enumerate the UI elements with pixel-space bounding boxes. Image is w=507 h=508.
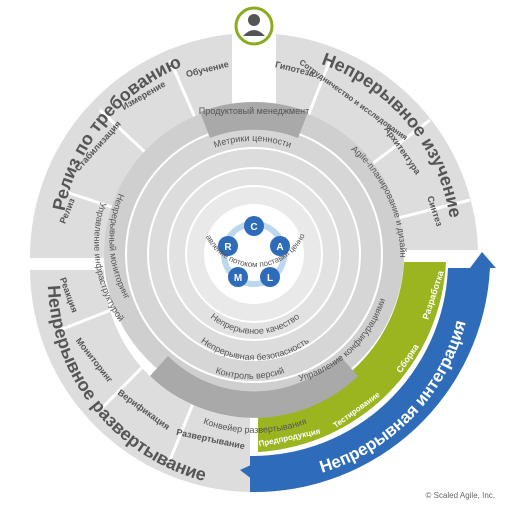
integrate-arrow-top bbox=[470, 252, 496, 268]
calmr-l-letter: L bbox=[267, 273, 273, 284]
calmr-c bbox=[244, 216, 264, 236]
calmr-c-letter: C bbox=[250, 222, 257, 233]
person-icon bbox=[234, 6, 274, 46]
integrate-band bbox=[250, 268, 490, 493]
calmr-a-letter: A bbox=[276, 242, 283, 253]
calmr-a bbox=[270, 236, 290, 256]
product-mgmt-tab bbox=[200, 101, 308, 138]
ring-product-management-line: Продуктовый менеджмент bbox=[199, 106, 309, 116]
calmr-wheel: C A L M R bbox=[218, 216, 290, 287]
deploy-band bbox=[30, 270, 250, 492]
calmr-r bbox=[218, 236, 238, 256]
integrate-arrow bbox=[240, 458, 266, 490]
calmr-r-letter: R bbox=[224, 242, 232, 253]
calmr-m bbox=[228, 267, 248, 287]
explore-band bbox=[276, 34, 478, 250]
copyright: © Scaled Agile, Inc. bbox=[425, 491, 496, 500]
calmr-m-letter: M bbox=[234, 273, 242, 284]
deploy-pipeline-tab bbox=[150, 356, 358, 418]
ring-product-management: Продуктовый менеджмент bbox=[199, 106, 309, 116]
calmr-l bbox=[260, 267, 280, 287]
